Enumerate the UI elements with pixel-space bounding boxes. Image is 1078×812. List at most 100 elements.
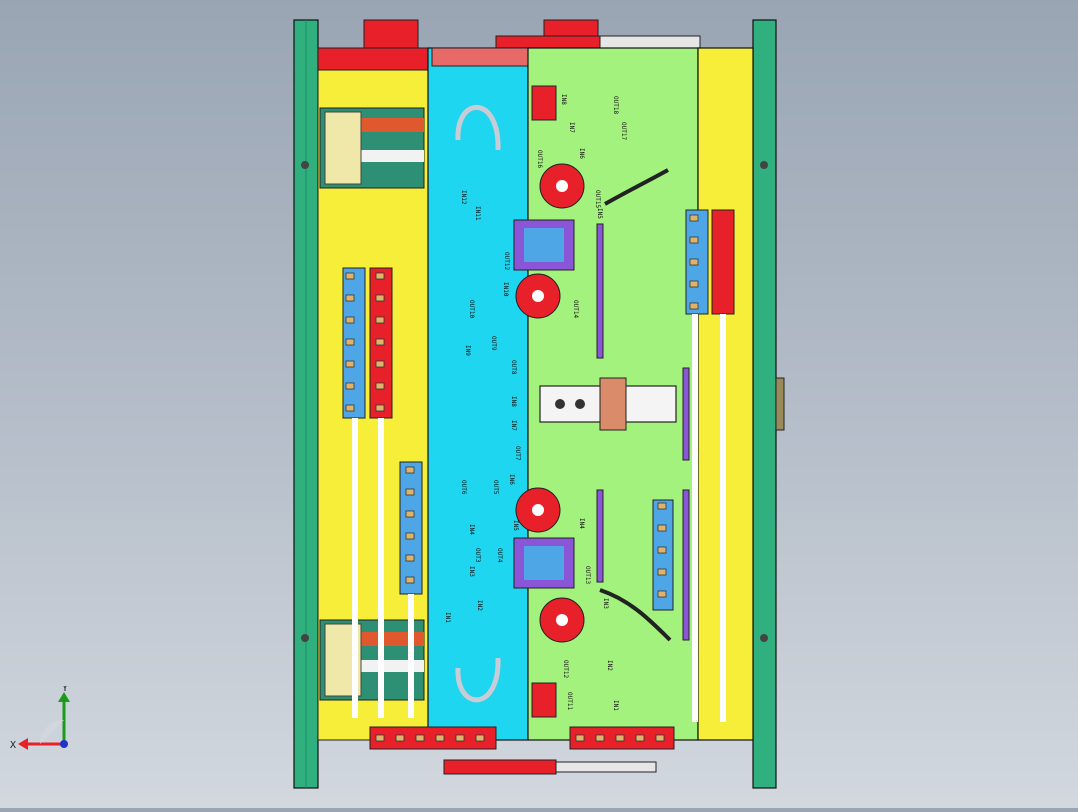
bottom-red-bar-left	[369, 726, 497, 750]
x-axis-label: X	[10, 740, 16, 751]
fitting	[657, 502, 667, 510]
hose-black-bottom	[599, 588, 672, 642]
hose-top	[455, 104, 501, 151]
axis-triad: Y X	[10, 686, 70, 751]
fitting	[345, 382, 355, 390]
plate-label: IN4	[468, 524, 475, 535]
red-boss-top	[531, 85, 557, 121]
fitting	[375, 734, 385, 742]
fitting	[375, 404, 385, 412]
fitting	[345, 272, 355, 280]
fitting	[375, 316, 385, 324]
fitting	[345, 316, 355, 324]
plate-label: OUT6	[460, 480, 467, 495]
plate-label: OUT13	[584, 566, 591, 584]
plate-label: IN5	[512, 520, 519, 531]
plate-label: IN3	[602, 598, 609, 609]
right-clamp-plate	[752, 19, 777, 789]
plate-label: OUT15	[594, 190, 601, 208]
bottom-plate-strip	[555, 761, 657, 773]
plate-label: OUT8	[510, 360, 517, 375]
fitting	[689, 214, 699, 222]
plate-label: IN6	[578, 148, 585, 159]
plate-label: IN8	[560, 94, 567, 105]
plate-label: OUT11	[566, 692, 573, 710]
fitting	[655, 734, 665, 742]
fitting	[345, 360, 355, 368]
water-fittings	[345, 214, 699, 742]
top-red-block	[363, 19, 419, 49]
fitting	[405, 488, 415, 496]
plate-label: OUT16	[536, 150, 543, 168]
left-manifold-blue-2	[399, 461, 423, 595]
fitting	[657, 524, 667, 532]
fitting	[405, 532, 415, 540]
plate-label: IN7	[510, 420, 517, 431]
fitting	[345, 404, 355, 412]
right-manifold-red	[711, 209, 735, 315]
fitting	[657, 546, 667, 554]
plate-label: IN1	[612, 700, 619, 711]
fitting	[689, 236, 699, 244]
top-plate-strip	[599, 35, 701, 49]
violet-guide-left	[596, 223, 604, 359]
fitting	[395, 734, 405, 742]
red-boss-bottom	[531, 682, 557, 718]
fitting	[455, 734, 465, 742]
plate-label: IN8	[510, 396, 517, 407]
plate-label: OUT14	[572, 300, 579, 318]
cyan-plate-labels: IN12IN11OUT12IN10OUT10OUT9IN9OUT8IN8IN7O…	[444, 190, 521, 623]
plate-label: IN11	[474, 206, 481, 221]
fitting	[405, 554, 415, 562]
cavity-plate-cyan	[427, 47, 529, 741]
plate-label: IN3	[468, 566, 475, 577]
fitting	[595, 734, 605, 742]
plate-label: IN5	[596, 208, 603, 219]
plate-label: OUT12	[562, 660, 569, 678]
fitting	[657, 590, 667, 598]
plate-label: OUT7	[514, 446, 521, 461]
fitting	[415, 734, 425, 742]
fitting	[345, 338, 355, 346]
violet-guide-right	[682, 367, 690, 461]
plate-label: IN6	[508, 474, 515, 485]
fitting	[575, 734, 585, 742]
fitting	[689, 280, 699, 288]
bolt-left-bottom	[301, 634, 309, 642]
fitting	[657, 568, 667, 576]
bolt-right-top	[760, 161, 768, 169]
plate-label: OUT9	[490, 336, 497, 351]
plate-label: OUT18	[612, 96, 619, 114]
z-axis-dot	[60, 740, 68, 748]
fitting	[405, 510, 415, 518]
plate-label: OUT4	[496, 548, 503, 563]
plate-label: OUT10	[468, 300, 475, 318]
fitting	[375, 382, 385, 390]
bolt-left-top	[301, 161, 309, 169]
fitting	[375, 338, 385, 346]
plate-label: IN9	[464, 345, 471, 356]
plate-label: IN7	[568, 122, 575, 133]
plate-label: OUT3	[474, 548, 481, 563]
fitting	[435, 734, 445, 742]
plate-label: IN1	[444, 612, 451, 623]
fitting	[405, 576, 415, 584]
y-axis-label: Y	[62, 686, 68, 694]
bolt-right-bottom	[760, 634, 768, 642]
fitting	[375, 294, 385, 302]
locating-ring-stub	[775, 377, 785, 431]
plate-label: IN2	[476, 600, 483, 611]
plate-label: IN4	[578, 518, 585, 529]
fitting	[689, 302, 699, 310]
fitting	[375, 360, 385, 368]
violet-guide-lower-r	[682, 489, 690, 641]
plate-label: OUT17	[620, 122, 627, 140]
fitting	[615, 734, 625, 742]
fitting	[405, 466, 415, 474]
fitting	[475, 734, 485, 742]
plate-label: IN12	[460, 190, 467, 205]
hose-bottom	[455, 657, 501, 703]
